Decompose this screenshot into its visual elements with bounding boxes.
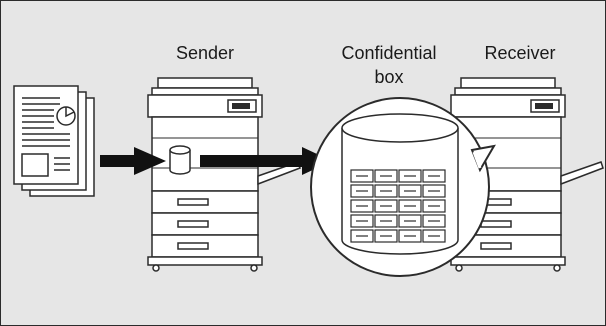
documents-icon — [13, 85, 95, 197]
arrow-to-sender-icon — [100, 147, 166, 175]
confidential-box-magnifier — [310, 97, 496, 277]
confidential-box-label-line1: Confidential — [341, 43, 437, 63]
confidential-box-label-line2: box — [374, 67, 404, 87]
sender-label: Sender — [175, 43, 235, 63]
receiver-label: Receiver — [484, 43, 556, 63]
sender-mfp — [147, 77, 301, 272]
storage-cylinder-icon — [169, 145, 191, 175]
